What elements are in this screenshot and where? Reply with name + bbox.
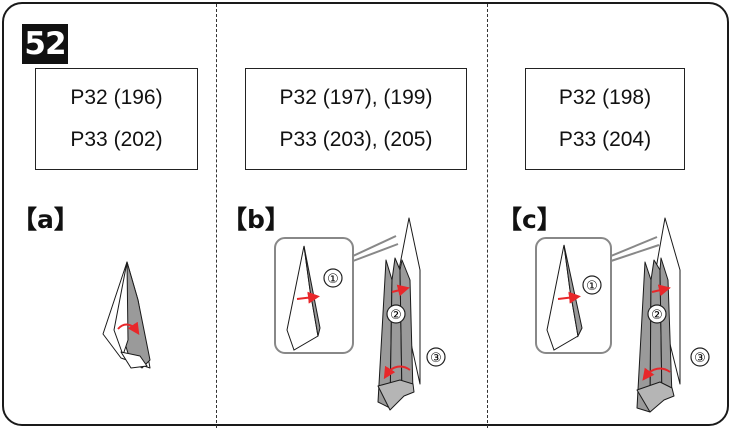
panel-b-step-1-marker: ① [327,272,339,287]
panel-b-ref-2: P33 (203), (205) [279,128,433,151]
panel-b-reference-box: P32 (197), (199) P33 (203), (205) [245,68,467,170]
diagram-frame [2,2,729,426]
panel-a-spike-figure [102,261,151,369]
panel-b-detail-inset [274,235,399,354]
panel-b-step-2-marker: ② [390,308,402,323]
panel-b-label: 【b】 [222,205,290,234]
panel-b-ref-1: P32 (197), (199) [279,86,433,109]
panel-divider-1 [216,4,217,428]
panel-divider-2 [487,4,488,428]
panel-c-step-3-marker: ③ [694,351,706,366]
panel-a-reference-box: P32 (196) P33 (202) [35,68,198,170]
panel-a-ref-2: P33 (202) [70,128,163,151]
panel-a-ref-1: P32 (196) [70,86,163,109]
panel-c-label: 【c】 [497,205,562,234]
panel-c-step-1-marker: ① [586,279,598,294]
panel-c-ref-2: P33 (204) [558,128,652,151]
panel-c-reference-box: P32 (198) P33 (204) [525,68,685,170]
panel-a-label: 【a】 [12,205,79,234]
panel-c-ref-1: P32 (198) [558,86,652,109]
panel-c-spike-figure [636,217,710,413]
panel-c-detail-inset [535,236,660,354]
panel-b-spike-figure [377,217,446,411]
step-number-badge: 52 [22,24,68,64]
panel-c-step-2-marker: ② [651,308,663,323]
panel-b-step-3-marker: ③ [430,351,442,366]
